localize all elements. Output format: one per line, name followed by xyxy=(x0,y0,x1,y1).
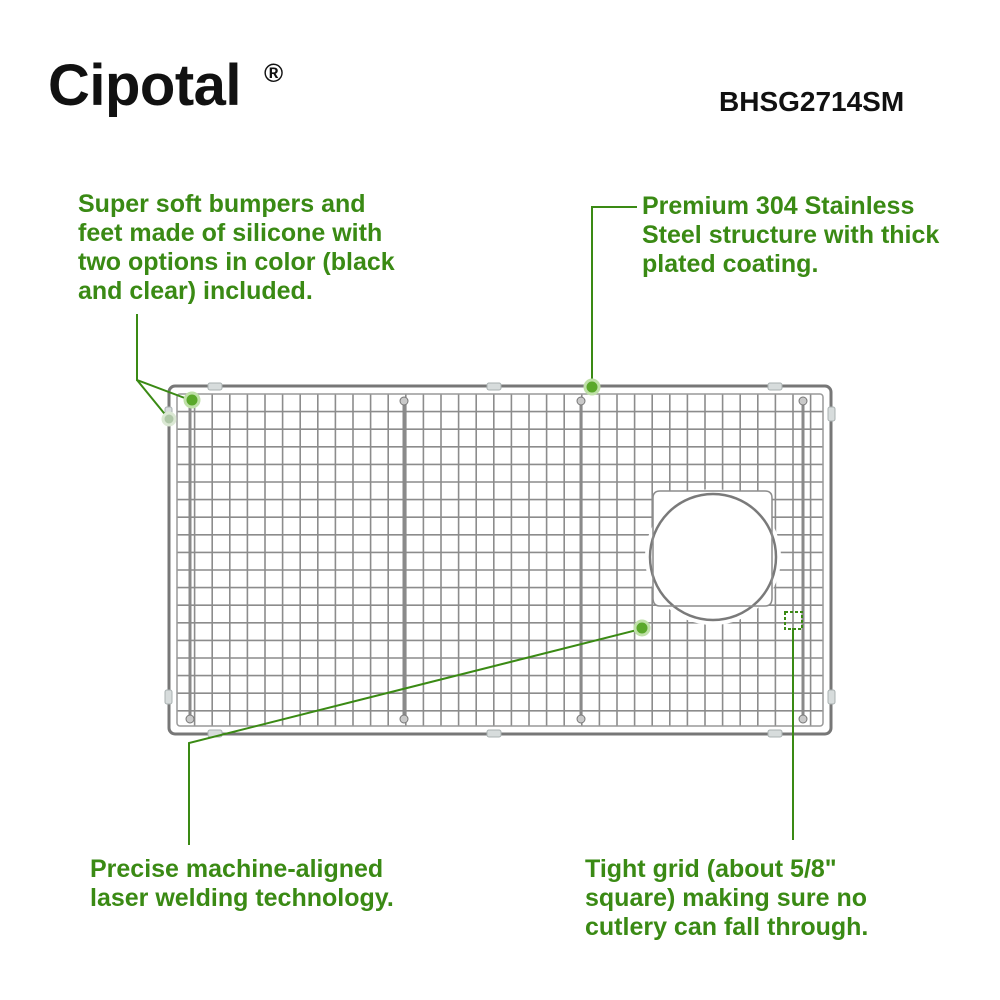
foot xyxy=(576,714,586,724)
drain-hole-cutout-frame xyxy=(652,490,773,607)
callout-grid-line: Tight grid (about 5/8" xyxy=(585,855,837,883)
wire-grid xyxy=(177,394,823,726)
callout-bumpers-line: two options in color (black xyxy=(78,248,395,276)
callout-steel-line: plated coating. xyxy=(642,250,819,278)
callout-bumpers-line: and clear) included. xyxy=(78,277,313,305)
foot xyxy=(798,714,808,724)
bumper xyxy=(486,729,502,738)
callout-welding-line: laser welding technology. xyxy=(90,884,394,912)
marker-grid-square xyxy=(784,611,803,630)
callout-welding-line: Precise machine-aligned xyxy=(90,855,384,883)
marker-bumper-dot xyxy=(183,391,201,409)
callout-steel-line: Premium 304 Stainless xyxy=(642,192,915,220)
bumper xyxy=(827,406,836,422)
marker-foot-dot xyxy=(161,411,177,427)
foot xyxy=(576,396,586,406)
callout-bumpers-line: Super soft bumpers and xyxy=(78,190,366,218)
brand-logo: Cipotal xyxy=(48,53,242,118)
leader-bumpers-branch xyxy=(136,379,169,419)
callout-steel: Premium 304 Stainless Steel structure wi… xyxy=(642,192,972,279)
callout-welding: Precise machine-aligned laser welding te… xyxy=(90,855,450,913)
foot xyxy=(798,396,808,406)
bumper xyxy=(486,382,502,391)
callout-markers xyxy=(161,378,803,637)
leader-steel xyxy=(591,206,637,386)
callout-grid-line: square) making sure no xyxy=(585,884,868,912)
silicone-bumpers xyxy=(164,382,836,738)
bumper xyxy=(767,382,783,391)
registered-mark: ® xyxy=(264,58,284,88)
grid-frame-inner xyxy=(176,393,824,727)
grid-frame-outer xyxy=(167,384,833,736)
support-bars xyxy=(188,400,805,720)
bumper xyxy=(164,689,173,705)
silicone-feet xyxy=(185,396,808,724)
callout-steel-line: Steel structure with thick xyxy=(642,221,940,249)
callout-bumpers-line: feet made of silicone with xyxy=(78,219,383,247)
foot xyxy=(399,396,409,406)
drain-hole-ring xyxy=(648,492,778,622)
bumper xyxy=(827,689,836,705)
bumper xyxy=(767,729,783,738)
marker-weld-dot xyxy=(633,619,651,637)
bumper xyxy=(207,382,223,391)
callout-leaders xyxy=(136,206,794,845)
marker-steel-dot xyxy=(583,378,601,396)
callout-grid-line: cutlery can fall through. xyxy=(585,913,869,941)
callout-grid: Tight grid (about 5/8" square) making su… xyxy=(585,855,905,942)
callout-bumpers: Super soft bumpers and feet made of sili… xyxy=(78,190,418,306)
leader-welding xyxy=(188,628,642,845)
foot xyxy=(185,714,195,724)
foot xyxy=(399,714,409,724)
model-number: BHSG2714SM xyxy=(719,86,905,117)
